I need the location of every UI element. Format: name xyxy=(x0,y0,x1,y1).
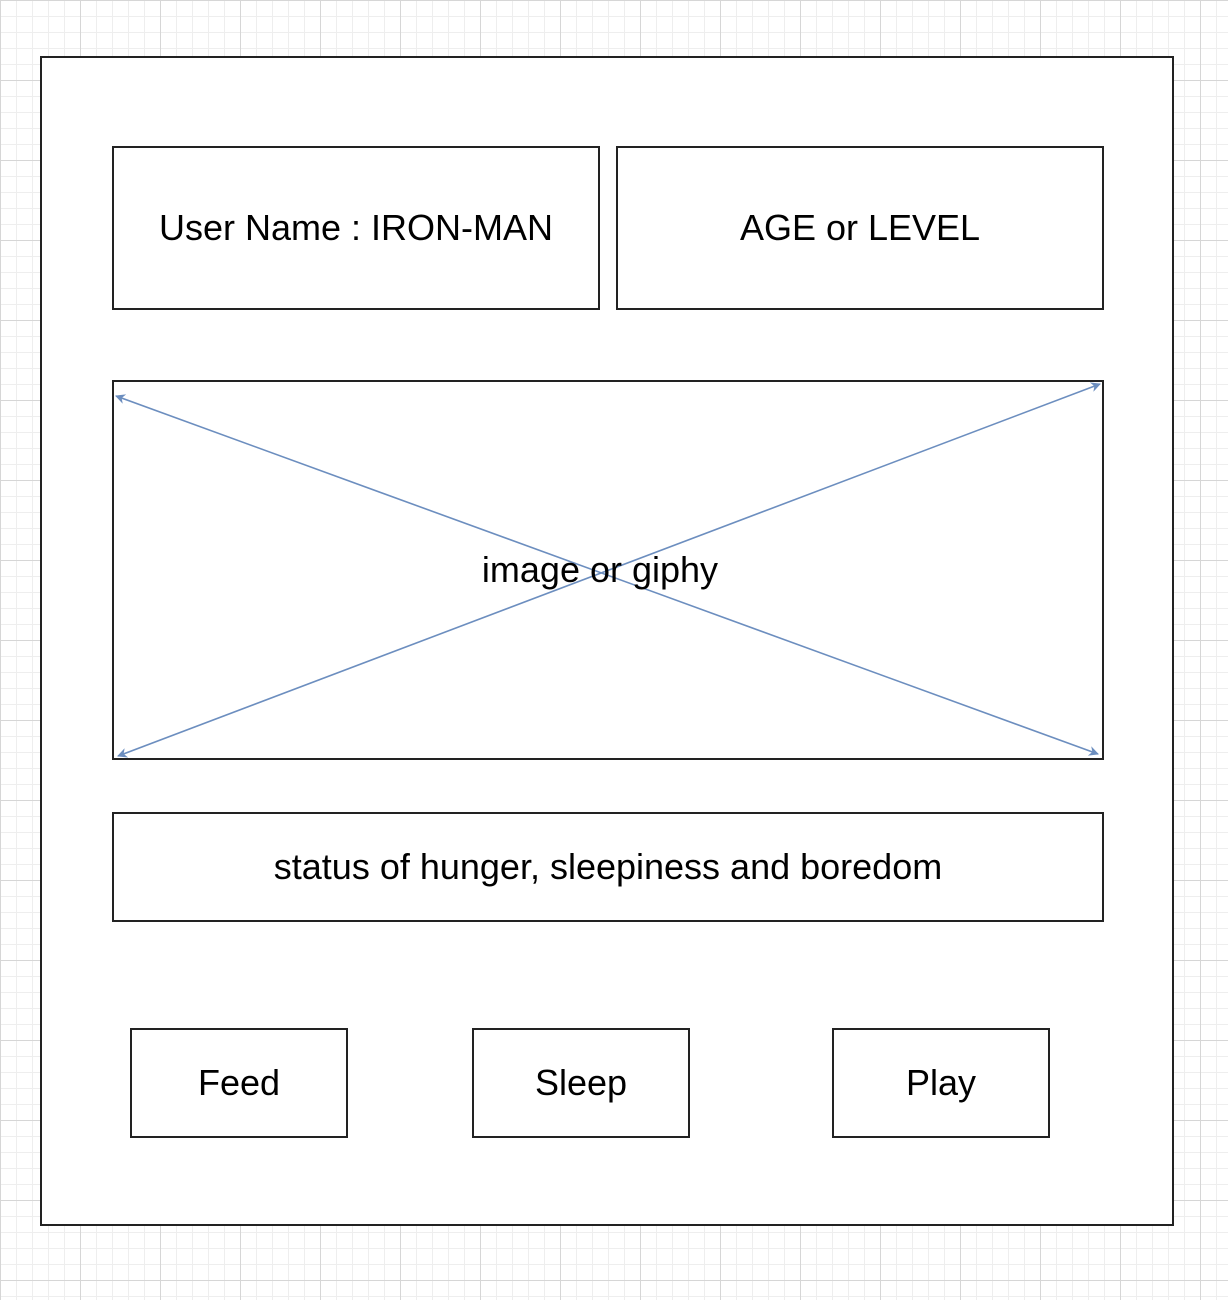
age-level-text: AGE or LEVEL xyxy=(739,207,981,248)
user-name-display: User Name : IRON-MAN xyxy=(112,146,600,310)
pet-status-display: status of hunger, sleepiness and boredom xyxy=(112,812,1104,922)
feed-button-label: Feed xyxy=(197,1062,281,1103)
image-placeholder-label: image or giphy xyxy=(481,549,719,590)
user-name-text: User Name : IRON-MAN xyxy=(158,207,554,248)
play-button-label: Play xyxy=(905,1062,977,1103)
placeholder-cross-icon xyxy=(115,382,1101,758)
sleep-button[interactable]: Sleep xyxy=(472,1028,690,1138)
feed-button[interactable]: Feed xyxy=(130,1028,348,1138)
status-text: status of hunger, sleepiness and boredom xyxy=(273,846,943,887)
sleep-button-label: Sleep xyxy=(534,1062,628,1103)
age-level-display: AGE or LEVEL xyxy=(616,146,1104,310)
play-button[interactable]: Play xyxy=(832,1028,1050,1138)
image-placeholder: image or giphy xyxy=(112,380,1104,760)
diagonal-arrow-2 xyxy=(117,382,1101,758)
